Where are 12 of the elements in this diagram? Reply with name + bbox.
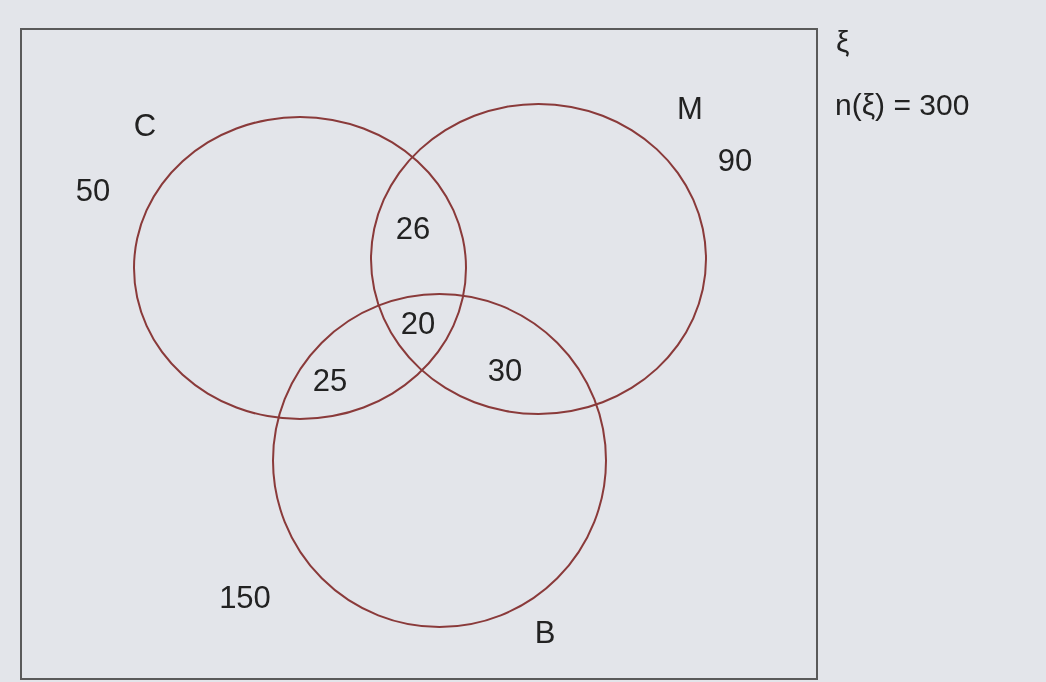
set-label: B	[534, 616, 556, 648]
region-count: 150	[219, 581, 271, 613]
region-count: 25	[312, 364, 348, 396]
set-caption: n(ξ) = 300	[835, 90, 970, 120]
set-label: C	[133, 109, 157, 141]
set-label: M	[677, 92, 703, 124]
region-count: 90	[717, 144, 753, 176]
region-count: 20	[400, 307, 436, 339]
region-count: 26	[395, 212, 431, 244]
set-caption: ξ	[836, 27, 850, 57]
region-count: 30	[487, 354, 523, 386]
region-count: 50	[75, 174, 111, 206]
